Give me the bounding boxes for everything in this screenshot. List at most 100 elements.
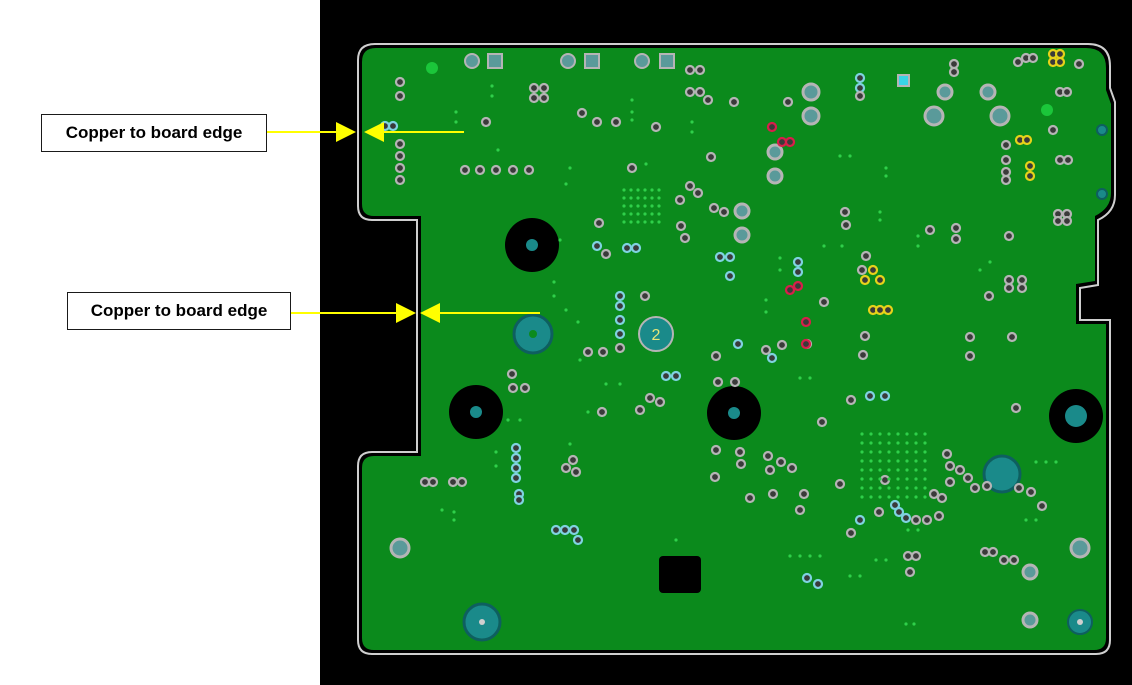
via [692, 187, 704, 199]
via [684, 86, 696, 98]
via [1000, 174, 1012, 186]
thermal-dot [650, 196, 654, 200]
via [792, 266, 804, 278]
via [660, 370, 672, 382]
thermal-dot [1034, 460, 1038, 464]
thermal-dot [586, 410, 590, 414]
thermal-dot [896, 441, 900, 445]
thermal-dot [490, 84, 494, 88]
copper-void [659, 556, 701, 593]
via [718, 206, 730, 218]
thermal-dot [916, 244, 920, 248]
via [694, 86, 706, 98]
via [684, 64, 696, 76]
via [874, 274, 886, 286]
via [630, 242, 642, 254]
thermal-dot [878, 441, 882, 445]
via [654, 396, 666, 408]
thermal-dot [552, 280, 556, 284]
via [394, 174, 406, 186]
thermal-dot [494, 464, 498, 468]
thermal-dot [798, 376, 802, 380]
thermal-dot [869, 450, 873, 454]
thermal-dot [878, 468, 882, 472]
via [856, 264, 868, 276]
via [766, 352, 778, 364]
via [596, 406, 608, 418]
via [734, 446, 746, 458]
thermal-dot [630, 98, 634, 102]
via [1052, 215, 1064, 227]
thermal-dot [878, 450, 882, 454]
via [1003, 282, 1015, 294]
via [597, 346, 609, 358]
thermal-dot [869, 477, 873, 481]
thermal-dot [1044, 460, 1048, 464]
via [1008, 554, 1020, 566]
via [576, 107, 588, 119]
via [614, 328, 626, 340]
plated-holes [462, 313, 1093, 642]
via [900, 512, 912, 524]
thermal-dot [874, 558, 878, 562]
via [610, 116, 622, 128]
via [766, 121, 778, 133]
thermal-dot [878, 210, 882, 214]
thermal-dot [490, 94, 494, 98]
via [786, 462, 798, 474]
via [941, 448, 953, 460]
via [1021, 134, 1033, 146]
via [1061, 215, 1073, 227]
via [728, 96, 740, 108]
via [1062, 154, 1074, 166]
via [710, 350, 722, 362]
thermal-dot [887, 495, 891, 499]
via [873, 506, 885, 518]
thermal-dot [764, 298, 768, 302]
thermal-dot [778, 256, 782, 260]
thermal-dot [636, 204, 640, 208]
thermal-dot [860, 495, 864, 499]
thermal-dot [905, 468, 909, 472]
copper-edge-callout-top: Copper to board edge [41, 114, 267, 152]
thermal-dot [576, 320, 580, 324]
via [857, 349, 869, 361]
thermal-dot [896, 450, 900, 454]
via [507, 164, 519, 176]
thermal-dot [884, 174, 888, 178]
via [981, 480, 993, 492]
via [1012, 56, 1024, 68]
via [845, 527, 857, 539]
via [933, 510, 945, 522]
thermal-dot [818, 554, 822, 558]
via [792, 280, 804, 292]
via [1000, 139, 1012, 151]
via [1036, 500, 1048, 512]
via [954, 464, 966, 476]
thermal-dot [860, 486, 864, 490]
via [879, 390, 891, 402]
via [675, 220, 687, 232]
via [983, 290, 995, 302]
via [924, 224, 936, 236]
via [969, 482, 981, 494]
via [964, 331, 976, 343]
via [944, 476, 956, 488]
via [936, 492, 948, 504]
thermal-dot [869, 441, 873, 445]
via [1000, 154, 1012, 166]
thermal-dot [884, 166, 888, 170]
thermal-dot [636, 196, 640, 200]
thermal-dot [923, 486, 927, 490]
via [776, 136, 788, 148]
via [582, 346, 594, 358]
thermal-dot [923, 459, 927, 463]
via [812, 578, 824, 590]
via [762, 450, 774, 462]
via [550, 524, 562, 536]
thermal-dot [916, 528, 920, 532]
via [800, 338, 812, 350]
thermal-dot [788, 554, 792, 558]
thermal-dot [869, 495, 873, 499]
thermal-dot [884, 558, 888, 562]
